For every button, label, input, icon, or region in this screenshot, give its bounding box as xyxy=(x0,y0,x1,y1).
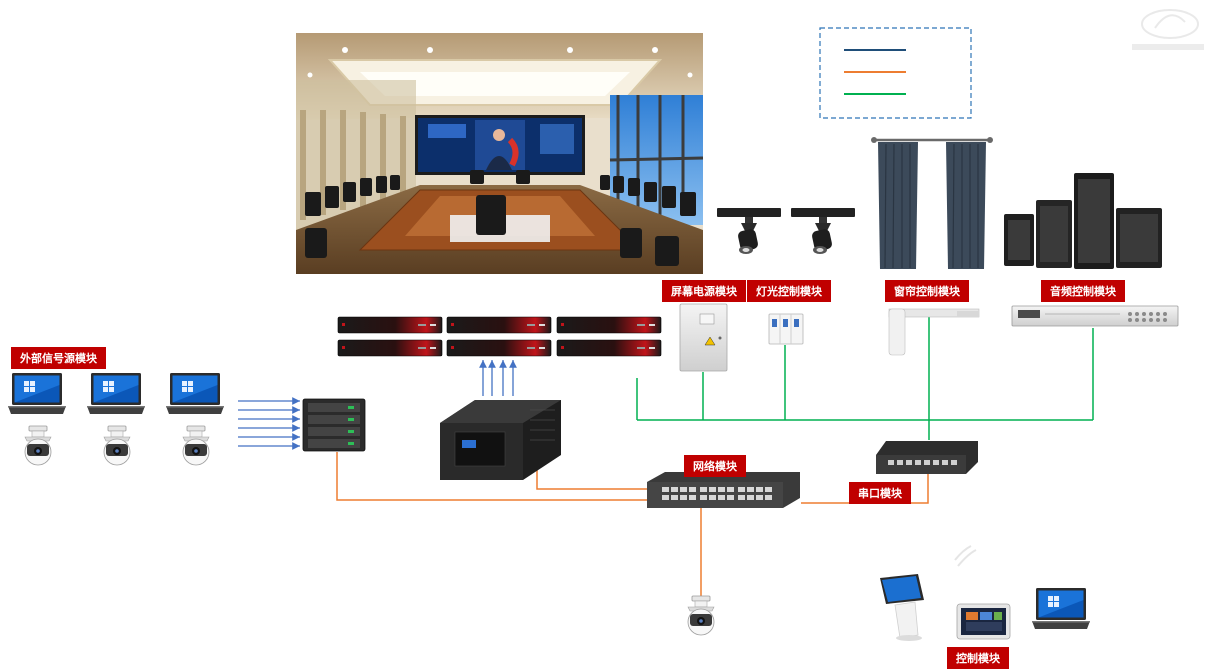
spotlights xyxy=(717,208,855,254)
label-light-control: 灯光控制模块 xyxy=(747,280,831,302)
audio-processor xyxy=(1011,305,1179,327)
label-network: 网络模块 xyxy=(684,455,746,477)
watermark-logo xyxy=(1132,9,1204,50)
rack-units xyxy=(337,316,662,357)
network-switch xyxy=(647,472,800,508)
network-camera xyxy=(687,595,715,636)
label-control: 控制模块 xyxy=(947,647,1009,669)
label-audio-control: 音频控制模块 xyxy=(1041,280,1125,302)
power-cabinet xyxy=(679,303,728,372)
green-bus xyxy=(636,317,1094,440)
watermark-mark xyxy=(954,545,977,567)
matrix-switcher xyxy=(302,398,366,452)
label-external-signal: 外部信号源模块 xyxy=(11,347,106,369)
speakers xyxy=(1004,173,1162,269)
external-cameras xyxy=(24,425,210,466)
label-screen-power: 屏幕电源模块 xyxy=(662,280,746,302)
serial-switch xyxy=(876,441,978,474)
curtain-motor xyxy=(888,308,980,356)
conference-room-photo xyxy=(296,33,704,274)
curtains xyxy=(871,137,993,269)
label-curtain-control: 窗帘控制模块 xyxy=(885,280,969,302)
legend xyxy=(819,27,972,119)
touch-panel xyxy=(956,603,1011,640)
signal-arrows xyxy=(238,360,517,450)
orange-links xyxy=(336,452,929,600)
video-processor xyxy=(440,400,561,480)
light-breaker xyxy=(768,313,804,345)
control-devices xyxy=(880,574,1090,641)
kiosk-terminal xyxy=(880,574,924,641)
label-serial: 串口模块 xyxy=(849,482,911,504)
external-laptops xyxy=(8,373,224,414)
